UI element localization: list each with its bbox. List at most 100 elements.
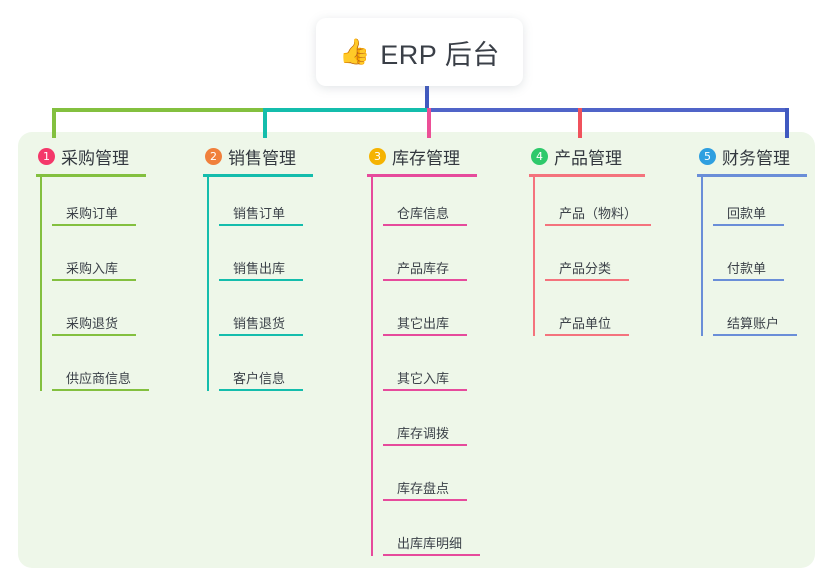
branch-spine [207, 177, 209, 391]
branch-header-3[interactable]: 3 库存管理 [367, 144, 477, 169]
branch-column-1[interactable]: 1 采购管理采购订单采购入库采购退货供应商信息 [36, 144, 149, 397]
branch-header-rule [367, 174, 477, 177]
branch-item-rule [219, 334, 303, 336]
branch-item-rule [383, 224, 467, 226]
branch-title: 产品管理 [554, 149, 622, 168]
branch-item-list: 产品（物料） 产品分类产品单位 [529, 177, 651, 342]
branch-item-list: 回款单付款单结算账户 [697, 177, 807, 342]
branch-item-label: 采购订单 [66, 206, 119, 221]
branch-header-rule [529, 174, 645, 177]
branch-item-label: 采购入库 [66, 261, 119, 276]
branch-item[interactable]: 客户信息 [219, 342, 313, 397]
branch-drop-connector-4 [578, 108, 582, 138]
branch-item[interactable]: 库存盘点 [383, 452, 477, 507]
branch-item-rule [383, 499, 467, 501]
branch-item-label: 销售订单 [233, 206, 286, 221]
branch-item[interactable]: 产品分类 [545, 232, 645, 287]
branch-item-label: 销售出库 [233, 261, 286, 276]
branch-item[interactable]: 产品（物料） [545, 177, 651, 232]
trunk-segment-green [52, 108, 265, 112]
branch-item-label: 回款单 [727, 206, 767, 221]
branch-item-label: 产品分类 [559, 261, 612, 276]
branch-item-label: 其它出库 [397, 316, 450, 331]
branch-item[interactable]: 付款单 [713, 232, 807, 287]
branch-item-rule [545, 334, 629, 336]
branch-drop-connector-3 [427, 108, 431, 138]
branch-item[interactable]: 销售出库 [219, 232, 313, 287]
branch-drop-connector-1 [52, 108, 56, 138]
root-node-card[interactable]: 👍 ERP 后台 [316, 18, 523, 86]
branch-item-label: 产品单位 [559, 316, 612, 331]
branch-spine [701, 177, 703, 336]
branch-item-label: 客户信息 [233, 371, 286, 386]
branch-column-5[interactable]: 5 财务管理回款单付款单结算账户 [697, 144, 807, 342]
branch-item-rule [383, 279, 467, 281]
branch-item-label: 出库库明细 [397, 536, 463, 551]
branch-item-rule [713, 224, 784, 226]
branch-item[interactable]: 销售订单 [219, 177, 313, 232]
branch-item-label: 采购退货 [66, 316, 119, 331]
branch-item-label: 库存盘点 [397, 481, 450, 496]
branch-item-rule [219, 224, 303, 226]
branch-column-4[interactable]: 4 产品管理产品（物料） 产品分类产品单位 [529, 144, 651, 342]
branch-item-label: 仓库信息 [397, 206, 450, 221]
branch-item-list: 采购订单采购入库采购退货供应商信息 [36, 177, 149, 397]
branch-item-rule [52, 224, 136, 226]
diagram-panel-background [18, 132, 815, 568]
branch-header-1[interactable]: 1 采购管理 [36, 144, 146, 169]
branch-item[interactable]: 其它入库 [383, 342, 477, 397]
branch-title: 库存管理 [392, 149, 460, 168]
branch-number-badge: 3 [369, 148, 386, 165]
branch-item[interactable]: 出库库明细 [383, 507, 480, 562]
branch-spine [40, 177, 42, 391]
branch-spine [533, 177, 535, 336]
trunk-segment-blue [427, 108, 789, 112]
branch-item-rule [713, 279, 784, 281]
branch-item-rule [713, 334, 797, 336]
branch-item-label: 产品（物料） [559, 206, 638, 221]
branch-item-rule [383, 389, 467, 391]
branch-item[interactable]: 产品库存 [383, 232, 477, 287]
branch-number-badge: 4 [531, 148, 548, 165]
branch-item-rule [52, 389, 149, 391]
branch-header-2[interactable]: 2 销售管理 [203, 144, 313, 169]
branch-item[interactable]: 采购退货 [52, 287, 146, 342]
branch-item[interactable]: 销售退货 [219, 287, 313, 342]
trunk-segment-teal [263, 108, 429, 112]
branch-header-5[interactable]: 5 财务管理 [697, 144, 807, 169]
branch-item-label: 库存调拨 [397, 426, 450, 441]
branch-number-badge: 5 [699, 148, 716, 165]
branch-item[interactable]: 采购入库 [52, 232, 146, 287]
branch-item[interactable]: 仓库信息 [383, 177, 477, 232]
branch-drop-connector-5 [785, 108, 789, 138]
branch-item-label: 供应商信息 [66, 371, 132, 386]
branch-item[interactable]: 采购订单 [52, 177, 146, 232]
branch-item-label: 付款单 [727, 261, 767, 276]
branch-item-rule [383, 334, 467, 336]
branch-title: 采购管理 [61, 149, 129, 168]
branch-header-4[interactable]: 4 产品管理 [529, 144, 645, 169]
branch-item[interactable]: 回款单 [713, 177, 807, 232]
branch-item[interactable]: 供应商信息 [52, 342, 149, 397]
branch-header-rule [203, 174, 313, 177]
root-node-title: ERP 后台 [380, 39, 500, 70]
branch-item[interactable]: 库存调拨 [383, 397, 477, 452]
branch-item-label: 其它入库 [397, 371, 450, 386]
branch-item[interactable]: 结算账户 [713, 287, 807, 342]
branch-title: 销售管理 [228, 149, 296, 168]
branch-column-2[interactable]: 2 销售管理销售订单销售出库销售退货客户信息 [203, 144, 313, 397]
branch-item-label: 销售退货 [233, 316, 286, 331]
branch-item-rule [383, 554, 480, 556]
branch-title: 财务管理 [722, 149, 790, 168]
branch-number-badge: 1 [38, 148, 55, 165]
branch-item-label: 产品库存 [397, 261, 450, 276]
branch-item[interactable]: 产品单位 [545, 287, 645, 342]
branch-item-list: 仓库信息产品库存其它出库其它入库库存调拨库存盘点出库库明细 [367, 177, 480, 562]
root-stem-connector [425, 84, 429, 110]
branch-item[interactable]: 其它出库 [383, 287, 477, 342]
branch-item-rule [219, 389, 303, 391]
branch-number-badge: 2 [205, 148, 222, 165]
branch-header-rule [36, 174, 146, 177]
branch-column-3[interactable]: 3 库存管理仓库信息产品库存其它出库其它入库库存调拨库存盘点出库库明细 [367, 144, 480, 562]
